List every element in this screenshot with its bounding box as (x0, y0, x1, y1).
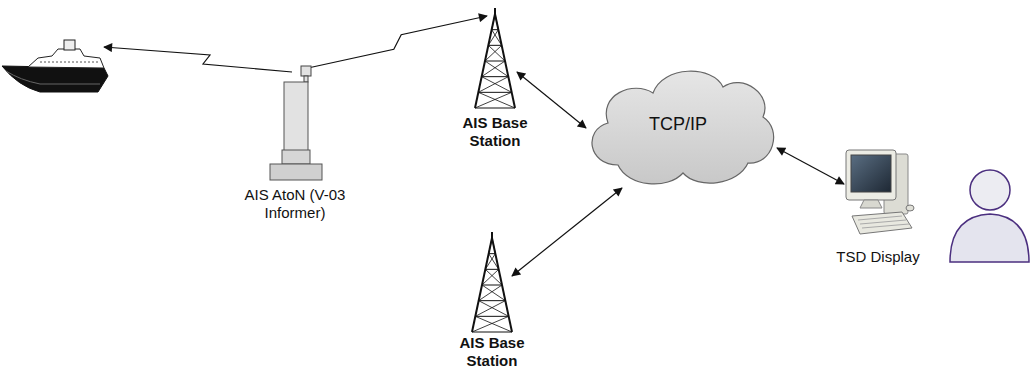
base-station-tower: AIS Base Station (465, 8, 525, 110)
tsd-display-computer: TSD Display (838, 148, 918, 240)
node-label: TCP/IP (578, 114, 778, 136)
network-link (777, 148, 844, 184)
operator-person (950, 170, 1029, 262)
radio-link-to-ship (104, 47, 292, 72)
base-station-tower: AIS Base Station (462, 232, 522, 334)
network-link (512, 188, 622, 276)
base-station-tower-shape (465, 8, 525, 110)
tcpip-cloud: TCP/IP (578, 55, 778, 195)
node-label: AIS Base Station (447, 114, 543, 150)
base-station-tower-shape (462, 232, 522, 334)
aton-buoy: AIS AtoN (V-03 Informer) (268, 66, 322, 180)
node-label: TSD Display (816, 248, 940, 266)
tsd-display-computer-shape (838, 148, 918, 240)
node-label: AIS AtoN (V-03 Informer) (239, 186, 351, 222)
ship (2, 40, 108, 92)
node-label: AIS Base Station (444, 334, 540, 370)
aton-buoy-shape (268, 66, 322, 180)
radio-link (308, 16, 487, 68)
